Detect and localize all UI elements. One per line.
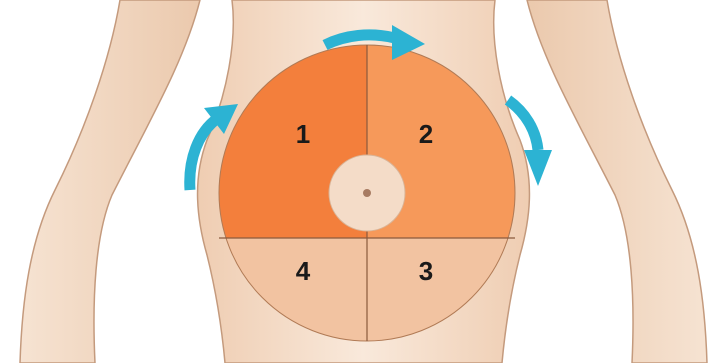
- left-arm: [20, 0, 200, 363]
- quadrant-label-2: 2: [419, 119, 433, 149]
- quadrant-label-1: 1: [296, 119, 310, 149]
- navel-dot: [363, 189, 371, 197]
- right-arm: [527, 0, 707, 363]
- quadrant-label-3: 3: [419, 256, 433, 286]
- quadrant-label-4: 4: [296, 256, 311, 286]
